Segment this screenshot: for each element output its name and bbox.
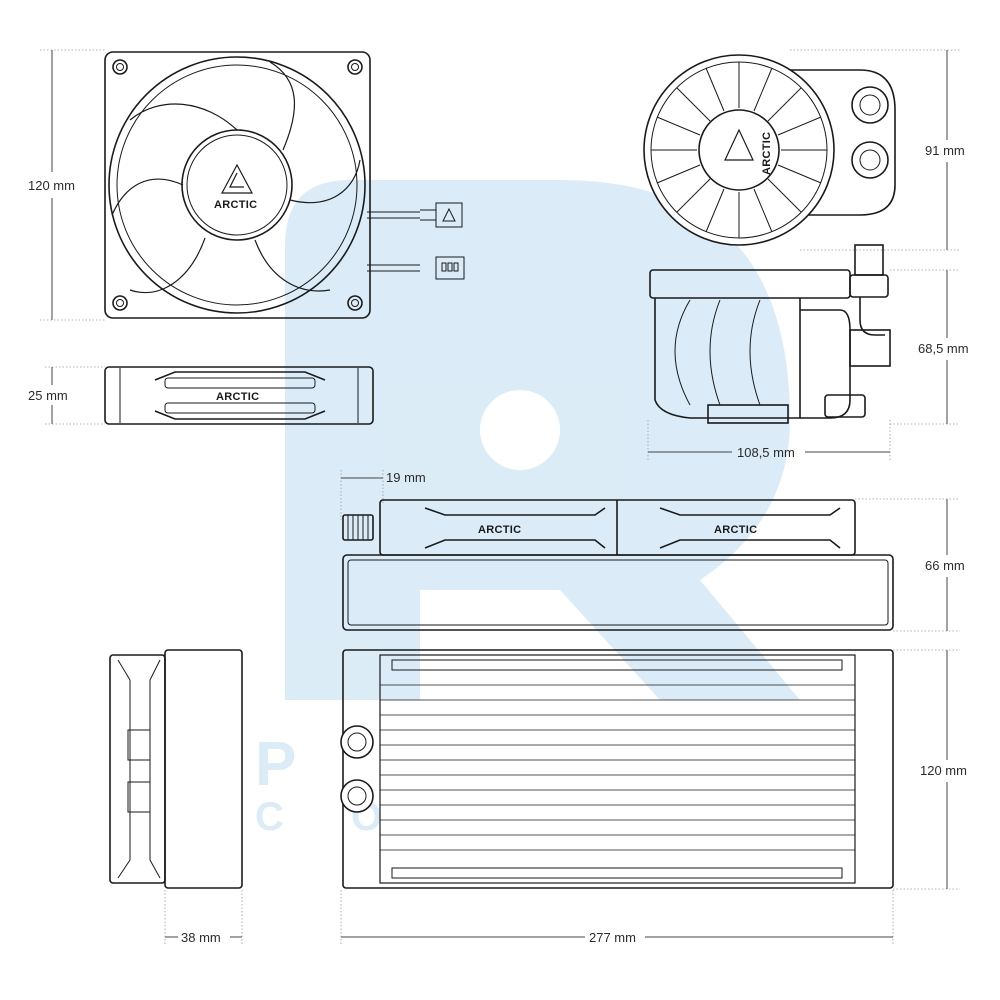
watermark-text-1: P (255, 730, 296, 799)
dim-radiator-length: 277 mm (589, 930, 636, 945)
dimension-lines (51, 50, 948, 938)
dim-radiator-assembly-height: 66 mm (925, 558, 965, 573)
dimension-labels: 120 mm 25 mm 91 mm 68,5 mm 108,5 mm 19 m… (28, 143, 969, 945)
dim-radiator-height: 120 mm (920, 763, 967, 778)
watermark-text-2: C O (255, 795, 410, 839)
watermark-logo: P C O (255, 180, 800, 839)
dim-pump-height: 91 mm (925, 143, 965, 158)
dim-fan-height: 120 mm (28, 178, 75, 193)
fan-side-logo-text: ARCTIC (216, 391, 259, 403)
radiator-fan-2-logo-text: ARCTIC (714, 524, 757, 536)
radiator-end-view (109, 649, 243, 889)
fan-side-view (104, 366, 374, 425)
pump-top-view (643, 54, 896, 246)
dim-fan-thickness: 25 mm (28, 388, 68, 403)
dim-radiator-thickness: 38 mm (181, 930, 221, 945)
fan-logo-text: ARCTIC (214, 199, 257, 211)
pump-logo-text: ARCTIC (761, 132, 773, 175)
pump-side-view (649, 244, 891, 424)
dim-tube-offset: 19 mm (386, 470, 426, 485)
dim-pump-side-height: 68,5 mm (918, 341, 969, 356)
radiator-fan-1-logo-text: ARCTIC (478, 524, 521, 536)
radiator-assembly-side-view (342, 499, 894, 631)
radiator-front-view (340, 649, 894, 889)
fan-front-view (104, 51, 465, 319)
dim-pump-width: 108,5 mm (737, 445, 795, 460)
